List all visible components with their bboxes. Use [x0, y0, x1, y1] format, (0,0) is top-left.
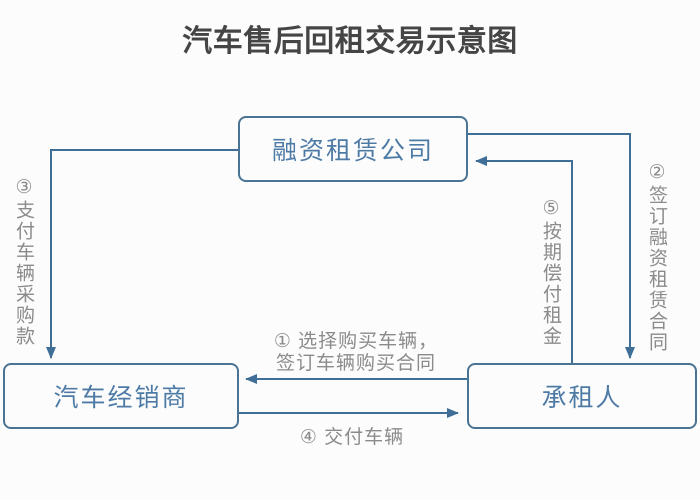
edge-label-payment: ③支付车辆采购款 — [13, 176, 34, 347]
edge-rent-arrow — [475, 156, 573, 363]
node-financing-lease-company-label: 融资租赁公司 — [271, 137, 434, 165]
node-lessee-label: 承租人 — [541, 384, 623, 412]
edge-label-rent: ⑤按期偿付租金 — [540, 197, 561, 347]
node-lessee: 承租人 — [467, 363, 697, 429]
edge-label-delivery: ④ 交付车辆 — [299, 427, 405, 448]
edge-payment-arrow — [46, 149, 238, 359]
edge-label-lease-contract: ②签订融资租赁合同 — [646, 161, 667, 353]
node-financing-lease-company: 融资租赁公司 — [238, 116, 468, 182]
edge-label-purchase: ① 选择购买车辆， 签订车辆购买合同 — [244, 331, 468, 375]
edge-lease-contract-arrow — [468, 133, 635, 359]
node-car-dealer: 汽车经销商 — [3, 363, 239, 429]
diagram-title: 汽车售后回租交易示意图 — [182, 25, 518, 58]
edge-label-purchase-line1: ① 选择购买车辆， — [273, 331, 439, 352]
edge-label-purchase-line2: 签订车辆购买合同 — [275, 353, 436, 374]
node-car-dealer-label: 汽车经销商 — [53, 384, 189, 412]
